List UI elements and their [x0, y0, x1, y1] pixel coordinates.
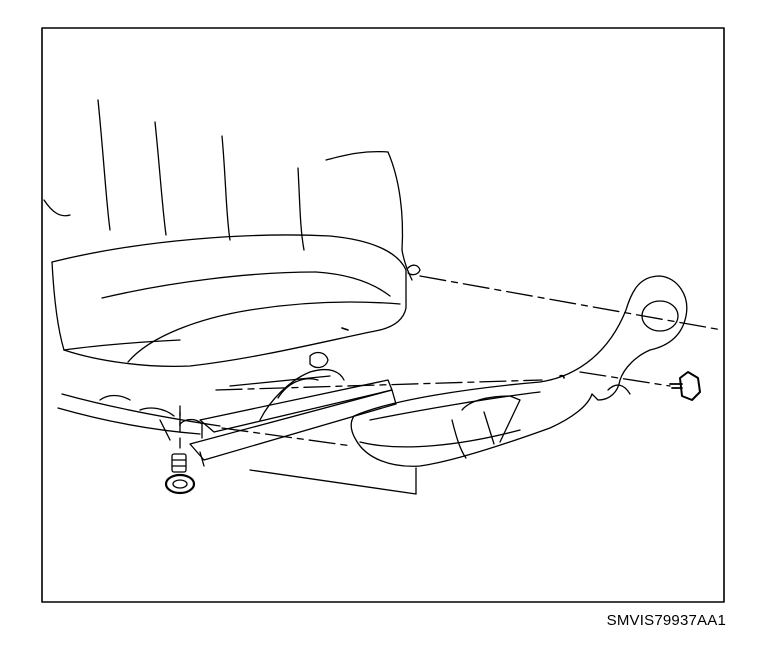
seat-cushion: [51, 234, 421, 367]
seat-backrest: [43, 99, 413, 281]
alignment-lines: [215, 275, 723, 495]
reference-lines: [179, 411, 417, 495]
illustration-frame: [41, 27, 725, 603]
seat-track-frame: [57, 351, 397, 467]
side-trim-cover: [350, 275, 688, 467]
bolt-icon: [164, 405, 196, 495]
screw-icon: [669, 371, 701, 401]
figure-caption: SMVIS79937AA1: [606, 612, 726, 629]
